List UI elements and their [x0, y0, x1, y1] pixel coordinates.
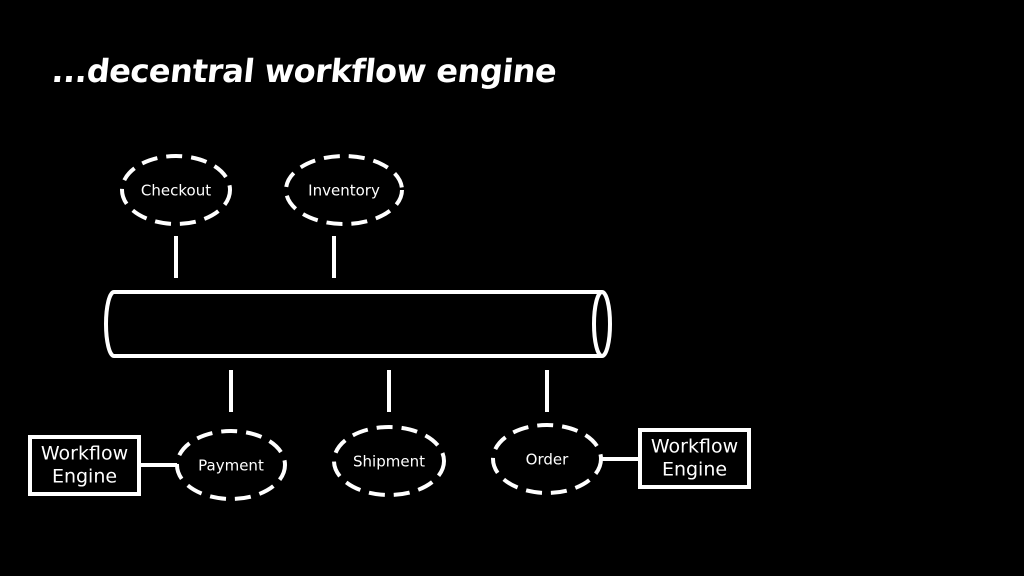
- service-payment: Payment: [175, 429, 287, 501]
- service-inventory-label: Inventory: [308, 182, 380, 200]
- service-order-label: Order: [526, 451, 569, 469]
- service-shipment-ellipse: [332, 425, 446, 497]
- service-shipment-label: Shipment: [353, 453, 425, 471]
- workflow-engine-right-box: [638, 428, 751, 489]
- service-checkout-label: Checkout: [141, 182, 211, 200]
- workflow-engine-left: Workflow Engine: [28, 435, 141, 496]
- event-bus-body: [104, 290, 602, 358]
- service-order: Order: [491, 423, 603, 495]
- service-inventory: Inventory: [284, 154, 404, 226]
- workflow-engine-left-line1: Workflow: [41, 443, 128, 465]
- event-bus: [104, 290, 612, 358]
- service-payment-label: Payment: [198, 457, 264, 475]
- workflow-engine-right: Workflow Engine: [638, 428, 751, 489]
- workflow-engine-left-line2: Engine: [52, 466, 117, 488]
- service-checkout: Checkout: [120, 154, 232, 226]
- service-checkout-ellipse: [120, 154, 232, 226]
- service-inventory-ellipse: [284, 154, 404, 226]
- workflow-engine-right-line2: Engine: [662, 459, 727, 481]
- workflow-engine-left-box: [28, 435, 141, 496]
- service-shipment: Shipment: [332, 425, 446, 497]
- workflow-engine-right-line1: Workflow: [651, 436, 738, 458]
- event-bus-end: [592, 290, 612, 358]
